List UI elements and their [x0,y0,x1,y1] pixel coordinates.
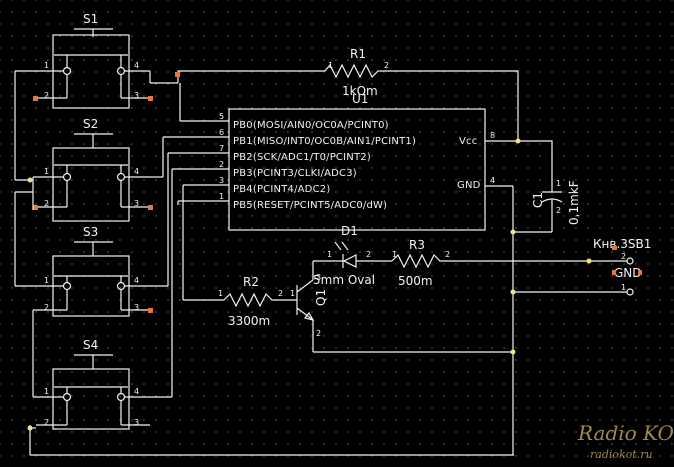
svg-text:PB4(PCINT4/ADC2): PB4(PCINT4/ADC2) [233,184,330,195]
svg-text:1: 1 [290,289,295,298]
svg-text:2: 2 [44,418,49,427]
svg-text:1: 1 [44,61,49,70]
gnd-wires [313,232,627,455]
resistor-r3: R3 500m 1 2 [391,238,627,288]
svg-text:Кнв.3SB1: Кнв.3SB1 [593,237,651,251]
switch-s4-body [52,368,130,430]
svg-text:3: 3 [134,303,139,312]
svg-text:2: 2 [366,250,371,259]
switch-s1: S1 1 2 3 4 [15,12,153,109]
svg-text:R3: R3 [409,238,425,252]
svg-text:1: 1 [44,387,49,396]
switch-s3: S3 1 2 3 4 [15,225,153,317]
switch-s2-ref: S2 [83,117,98,131]
svg-text:2: 2 [316,329,321,338]
svg-text:1: 1 [44,276,49,285]
svg-text:5mm Oval: 5mm Oval [313,273,375,287]
svg-text:PB2(SCK/ADC1/T0/PCINT2): PB2(SCK/ADC1/T0/PCINT2) [233,152,371,163]
left-bus-wires [14,71,514,456]
svg-text:2: 2 [278,289,283,298]
svg-text:3: 3 [134,199,139,208]
svg-text:4: 4 [134,167,139,176]
resistor-r1: R1 1kOm 1 2 [175,47,519,121]
svg-text:3300m: 3300m [228,314,270,328]
svg-text:1: 1 [328,61,333,70]
svg-text:U1: U1 [352,92,368,106]
svg-text:D1: D1 [341,224,358,238]
svg-text:1: 1 [219,192,224,201]
svg-text:2: 2 [44,199,49,208]
switch-s3-ref: S3 [83,225,98,239]
svg-text:radiokot.ru: radiokot.ru [590,448,653,461]
connector-3sb1: Кнв.3SB1 GND 2 1 [593,237,651,296]
svg-text:1: 1 [218,289,223,298]
junctions [27,138,592,431]
svg-text:1: 1 [556,179,561,188]
svg-text:0,1mkF: 0,1mkF [567,180,581,225]
watermark: Radio KOT radiokot.ru [577,421,674,461]
svg-text:PB0(MOSI/AIN0/OC0A/PCINT0): PB0(MOSI/AIN0/OC0A/PCINT0) [233,120,389,131]
svg-text:1: 1 [392,250,397,259]
switch-right-wires [149,71,229,398]
svg-text:1: 1 [44,167,49,176]
switch-s2: S2 1 2 3 4 [33,117,153,222]
switch-s4: S4 1 2 3 4 [33,338,150,430]
svg-text:5: 5 [219,112,224,121]
switch-s4-ref: S4 [83,338,98,352]
svg-text:Q1: Q1 [314,289,328,306]
svg-text:4: 4 [134,387,139,396]
svg-text:4: 4 [134,61,139,70]
svg-text:7: 7 [219,144,224,153]
svg-text:2: 2 [44,91,49,100]
switch-s1-ref: S1 [83,12,98,26]
svg-text:8: 8 [490,131,495,140]
svg-text:3: 3 [134,91,139,100]
svg-text:2: 2 [219,160,224,169]
switch-s2-body [52,147,130,222]
svg-text:GND: GND [457,180,481,191]
mcu-u1-body [228,108,486,231]
svg-text:1kOm: 1kOm [342,84,378,98]
svg-text:Radio KOT: Radio KOT [577,421,674,445]
svg-text:GND: GND [614,266,642,280]
svg-text:500m: 500m [398,274,433,288]
mcu-u1: U1 5 6 7 2 3 1 PB0(MOSI/AIN0/OC0A/PCINT0… [219,92,513,231]
transistor-q1: Q1 1 2 3 [290,261,328,352]
svg-text:R2: R2 [243,275,259,289]
svg-text:R1: R1 [350,47,366,61]
svg-text:PB5(RESET/PCINT5/ADC0/dW): PB5(RESET/PCINT5/ADC0/dW) [233,200,387,211]
svg-text:PB3(PCINT3/CLKI/ADC3): PB3(PCINT3/CLKI/ADC3) [233,168,357,179]
led-d1: D1 5mm Oval 1 2 [313,224,392,287]
svg-text:C1: C1 [531,192,545,208]
svg-text:1: 1 [327,250,332,259]
svg-text:3: 3 [134,418,139,427]
svg-text:PB1(MISO/INT0/OC0B/AIN1/PCINT1: PB1(MISO/INT0/OC0B/AIN1/PCINT1) [233,136,416,147]
svg-text:2: 2 [556,206,561,215]
capacitor-c1: C1 0,1mkF 1 2 [512,140,581,233]
svg-text:4: 4 [134,276,139,285]
svg-text:Vcc: Vcc [459,136,477,147]
svg-text:3: 3 [219,176,224,185]
svg-text:2: 2 [44,303,49,312]
svg-text:2: 2 [384,61,389,70]
svg-text:2: 2 [621,252,626,261]
resistor-r2: R2 3300m 1 2 [218,275,297,328]
svg-text:6: 6 [219,128,224,137]
svg-text:3: 3 [316,273,321,282]
svg-text:2: 2 [445,250,450,259]
svg-text:1: 1 [621,283,626,292]
svg-text:4: 4 [490,176,495,185]
